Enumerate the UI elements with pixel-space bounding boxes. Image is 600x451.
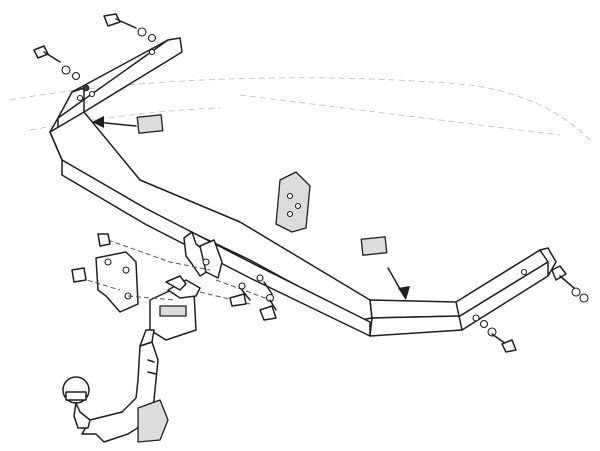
arrow-left xyxy=(92,116,137,128)
pad-top xyxy=(136,114,164,134)
pad-right xyxy=(360,236,388,256)
bolt-right xyxy=(551,265,589,303)
bolt-right-lower xyxy=(472,314,517,353)
bolt-top-center xyxy=(103,13,157,43)
bolt-left-lower xyxy=(71,233,111,283)
left-flange-plate xyxy=(95,251,139,313)
arrow-right xyxy=(387,267,410,300)
tow-ball-neck xyxy=(62,329,169,443)
coupling-socket xyxy=(149,275,201,341)
bolt-center-group xyxy=(229,274,277,321)
center-bracket xyxy=(183,231,223,279)
bolt-top-left xyxy=(33,45,96,98)
reinforcement-plate xyxy=(275,171,311,233)
